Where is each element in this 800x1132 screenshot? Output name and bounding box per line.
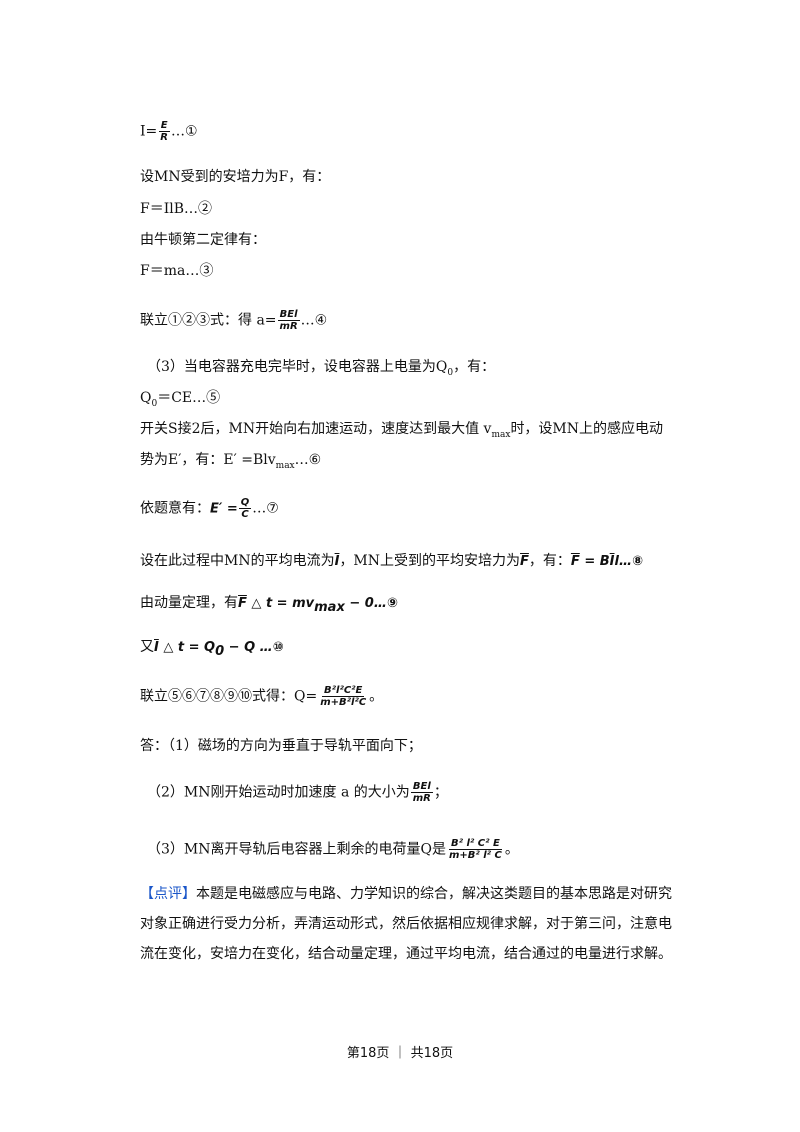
eq-force: F＝IlB…②	[140, 201, 213, 217]
text-line: 设MN受到的安培力为F，有：	[140, 169, 331, 185]
eq-average-force: 设在此过程中MN的平均电流为I，MN上受到的平均安培力为F，有：F = BIl……	[140, 553, 643, 569]
page-footer: 第18页 ｜ 共18页	[346, 1046, 454, 1061]
eq-newton: F＝ma…③	[140, 263, 214, 279]
text-line: （3）当电容器充电完毕时，设电容器上电量为Q0，有：	[147, 359, 496, 378]
comment-tag: 【点评】	[140, 886, 196, 902]
comment-paragraph: 【点评】本题是电磁感应与电路、力学知识的综合，解决这类题目的基本思路是对研究对象…	[140, 886, 672, 962]
answer-1: 答：（1）磁场的方向为垂直于导轨平面向下；	[140, 738, 422, 754]
eq-emf: 势为E′，有：E′ =Blvmax…⑥	[140, 452, 322, 471]
eq-charge: Q0＝CE…⑤	[140, 390, 221, 409]
eq-momentum: 由动量定理，有F △ t = mvmax − 0…⑨	[140, 595, 398, 615]
text-line: 由牛顿第二定律有：	[140, 232, 266, 248]
text-line: 开关S接2后，MN开始向右加速运动，速度达到最大值 vmax时，设MN上的感应电…	[140, 421, 664, 440]
eq-charge-change: 又I △ t = Q0 − Q …⑩	[140, 639, 284, 659]
